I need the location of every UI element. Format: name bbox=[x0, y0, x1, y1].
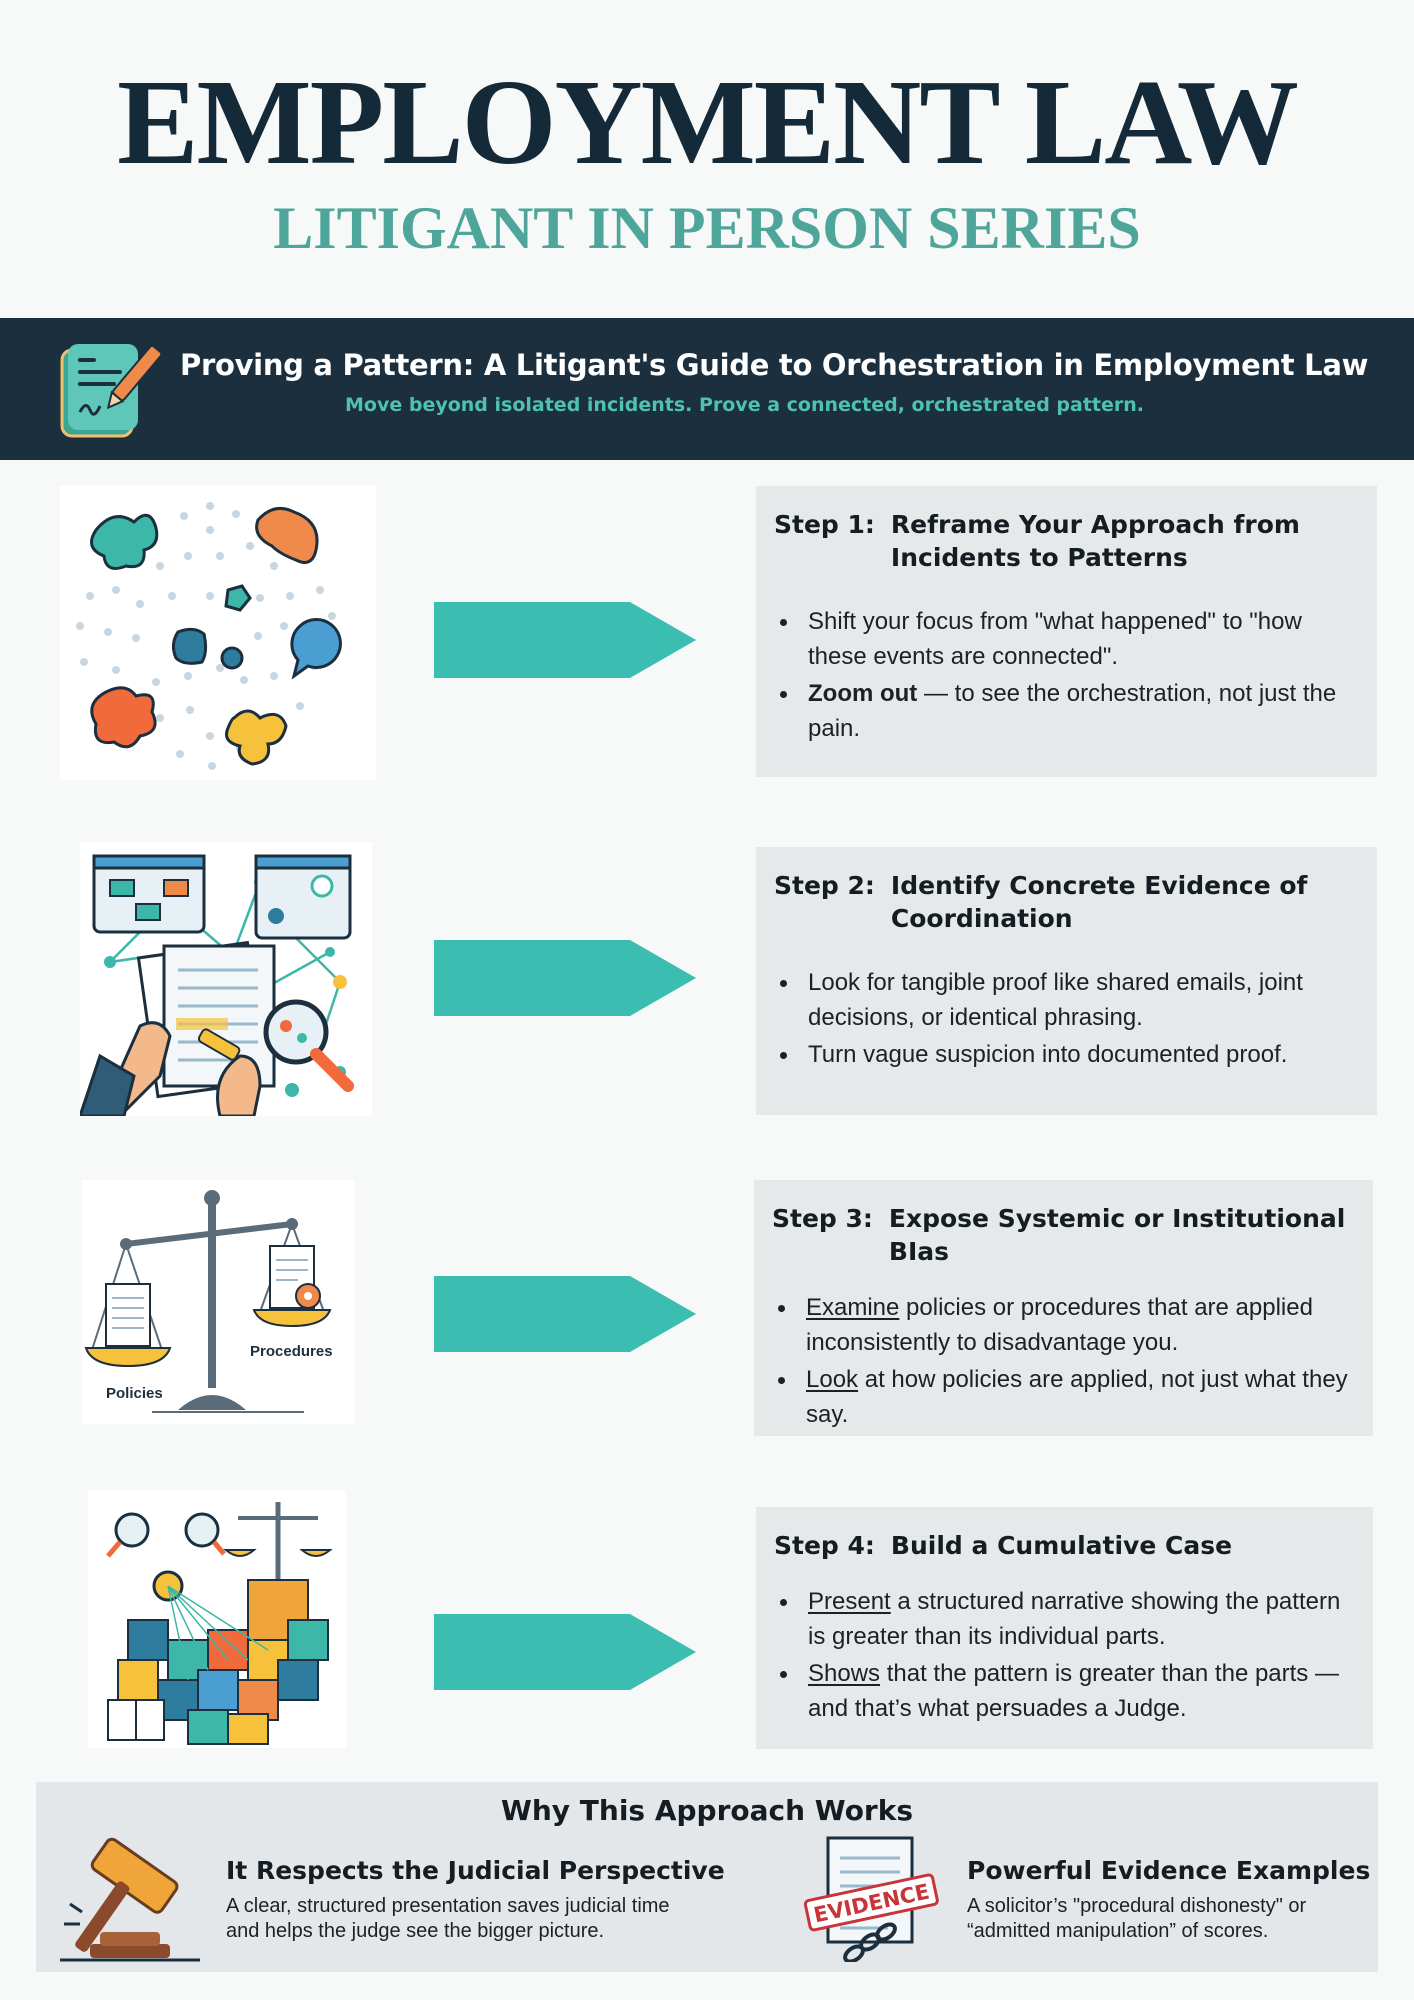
step1-card: Step 1: Reframe Your Approach from Incid… bbox=[756, 486, 1377, 777]
why-title: Why This Approach Works bbox=[500, 1794, 914, 1827]
step2-card: Step 2: Identify Concrete Evidence of Co… bbox=[756, 847, 1377, 1115]
banner: Proving a Pattern: A Litigant's Guide to… bbox=[0, 318, 1414, 460]
step3-arrow bbox=[434, 1276, 696, 1352]
step3-title: Expose Systemic or Institutional BIas bbox=[888, 1204, 1346, 1266]
step4-card: Step 4: Build a Cumulative Case Present … bbox=[756, 1507, 1373, 1749]
step2-label: Step 2: bbox=[774, 871, 875, 900]
step1-bullet-1: Shift your focus from "what happened" to… bbox=[774, 604, 1361, 674]
scattered-shapes-icon bbox=[76, 502, 342, 770]
step2-bullet-2: Turn vague suspicion into documented pro… bbox=[774, 1037, 1361, 1072]
step1-illustration bbox=[60, 486, 376, 780]
scales-policies-icon: Procedures Policies bbox=[84, 1190, 333, 1413]
step4-arrow bbox=[434, 1614, 696, 1690]
policies-label: Policies bbox=[106, 1385, 163, 1402]
evidence-stamp-icon: EVIDENCE bbox=[803, 1836, 939, 1962]
document-pen-icon bbox=[60, 344, 163, 438]
why-right-heading: Powerful Evidence Examples bbox=[967, 1856, 1371, 1885]
step3-bullet-2: Look at how policies are applied, not ju… bbox=[772, 1362, 1357, 1432]
step1-arrow bbox=[434, 602, 696, 678]
step1-title: Reframe Your Approach from Incidents to … bbox=[890, 510, 1300, 572]
banner-subtitle: Move beyond isolated incidents. Prove a … bbox=[345, 394, 1145, 416]
step2-title: Identify Concrete Evidence of Coordinati… bbox=[890, 871, 1308, 933]
step4-title: Build a Cumulative Case bbox=[890, 1531, 1233, 1560]
step3-illustration: Procedures Policies bbox=[82, 1180, 354, 1424]
page-subtitle: LITIGANT IN PERSON SERIES bbox=[273, 195, 1141, 261]
step1-label: Step 1: bbox=[774, 510, 875, 539]
step3-label: Step 3: bbox=[772, 1204, 873, 1233]
why-left-heading: It Respects the Judicial Perspective bbox=[226, 1856, 725, 1885]
procedures-label: Procedures bbox=[250, 1343, 333, 1360]
page-title: EMPLOYMENT LAW bbox=[117, 55, 1299, 190]
gavel-icon bbox=[60, 1837, 200, 1962]
step1-bullet-2: Zoom out — to see the orchestration, not… bbox=[774, 676, 1361, 746]
step2-arrow bbox=[434, 940, 696, 1016]
step4-bullet-1: Present a structured narrative showing t… bbox=[774, 1584, 1357, 1654]
why-left-text: A clear, structured presentation saves j… bbox=[226, 1895, 670, 1942]
cumulative-blocks-icon bbox=[106, 1502, 333, 1745]
step4-bullet-2: Shows that the pattern is greater than t… bbox=[774, 1656, 1357, 1726]
why-right-text: A solicitor’s "procedural dishonesty" or… bbox=[967, 1895, 1307, 1942]
step4-label: Step 4: bbox=[774, 1531, 875, 1560]
connected-evidence-icon bbox=[77, 854, 354, 1118]
step2-illustration bbox=[77, 842, 372, 1118]
step4-illustration bbox=[88, 1490, 346, 1748]
banner-title: Proving a Pattern: A Litigant's Guide to… bbox=[180, 348, 1369, 382]
step2-bullet-1: Look for tangible proof like shared emai… bbox=[774, 965, 1361, 1035]
why-section: Why This Approach Works It Respects the … bbox=[36, 1782, 1378, 1972]
step3-card: Step 3: Expose Systemic or Institutional… bbox=[754, 1180, 1373, 1436]
step3-bullet-1: Examine policies or procedures that are … bbox=[772, 1290, 1357, 1360]
